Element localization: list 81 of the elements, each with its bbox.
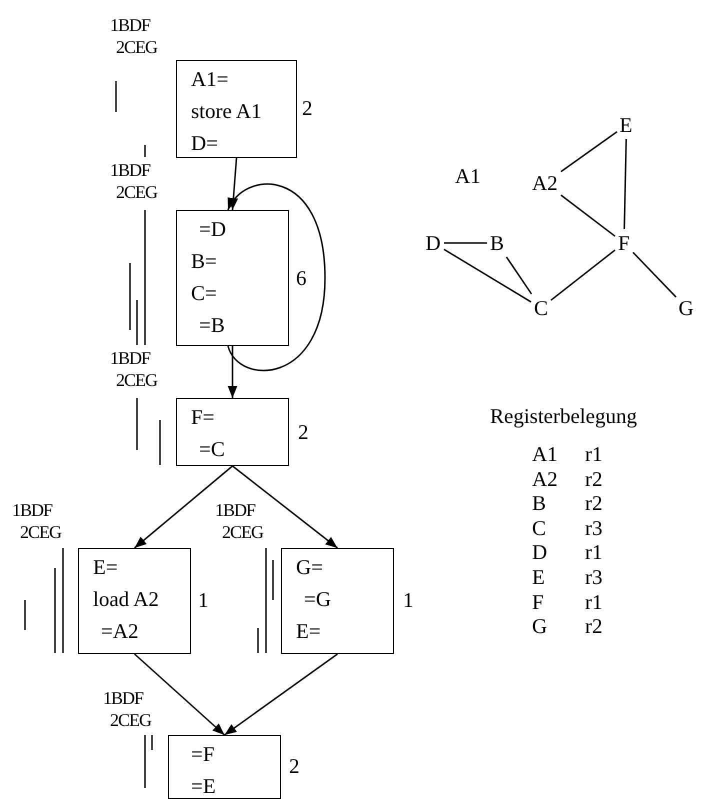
statement-text: =C: [198, 436, 226, 463]
frequency-number: 2: [289, 755, 300, 777]
statement-text: =F: [190, 741, 216, 768]
statement-text: C=: [191, 280, 218, 307]
variable-cell: F: [532, 590, 544, 613]
register-cell: r1: [585, 590, 602, 613]
basic-block-box: [176, 60, 297, 158]
frequency-number: 2: [302, 97, 312, 119]
variable-cell: B: [532, 492, 546, 514]
statement-text: B=: [191, 248, 218, 275]
statement-text: G=: [296, 554, 324, 581]
arrow: [224, 653, 338, 736]
variable-cell: D: [532, 541, 548, 564]
variable-cell: A2: [532, 468, 558, 490]
basic-block-box: [176, 398, 289, 466]
interference-edge: [444, 248, 532, 303]
frequency-number: 2: [298, 421, 308, 443]
graph-node-label: G: [678, 297, 694, 319]
arrow: [227, 184, 326, 371]
variable-cell: E: [532, 566, 545, 588]
statement-text: D=: [191, 130, 220, 157]
register-header: 2CEG: [116, 370, 157, 390]
graph-node-label: C: [534, 297, 548, 319]
register-header: 2CEG: [116, 37, 157, 57]
variable-cell: G: [532, 615, 548, 638]
variable-cell: C: [532, 516, 546, 539]
register-header: 2CEG: [110, 710, 151, 730]
basic-block-box: [176, 210, 289, 346]
register-header: 1BDF: [12, 500, 52, 520]
register-cell: r3: [585, 516, 602, 539]
register-header: 1BDF: [110, 348, 150, 368]
arrow: [228, 158, 238, 210]
register-cell: r2: [585, 615, 602, 638]
register-header: 1BDF: [215, 500, 256, 520]
register-cell: r3: [585, 566, 602, 588]
basic-block-box: [281, 548, 394, 654]
register-header: 2CEG: [222, 522, 263, 542]
statement-text: load A2: [93, 586, 160, 613]
statement-text: store A1: [191, 98, 263, 125]
interference-edge: [560, 131, 618, 172]
frequency-number: 6: [296, 267, 306, 289]
arrow: [134, 653, 225, 736]
register-header: 2CEG: [116, 182, 157, 202]
graph-node-label: F: [618, 232, 630, 254]
statement-text: =A2: [100, 618, 140, 645]
register-header: 2CEG: [20, 522, 61, 542]
basic-block-box: [168, 735, 281, 799]
register-cell: r2: [585, 468, 602, 490]
table-title: Registerbelegung: [490, 405, 637, 427]
statement-text: =E: [190, 773, 217, 799]
frequency-number: 1: [403, 589, 414, 611]
interference-edge: [506, 256, 532, 294]
statement-text: =G: [303, 586, 332, 613]
register-header: 1BDF: [110, 160, 150, 180]
variable-cell: A1: [532, 443, 558, 465]
graph-node-label: A2: [532, 172, 558, 194]
register-header: 1BDF: [110, 15, 150, 35]
statement-text: F=: [191, 404, 216, 431]
interference-edge: [560, 194, 616, 237]
register-cell: r1: [585, 443, 602, 465]
interference-edge: [632, 252, 677, 298]
statement-text: =D: [198, 216, 228, 243]
register-cell: r1: [585, 541, 602, 564]
arrow: [134, 465, 233, 549]
arrow: [232, 465, 338, 549]
register-header: 1BDF: [103, 688, 144, 708]
interference-edge: [624, 138, 627, 230]
graph-node-label: B: [490, 232, 504, 254]
statement-text: A1=: [191, 66, 230, 93]
arrow: [228, 346, 238, 398]
graph-node-label: E: [620, 114, 632, 136]
basic-block-box: [78, 548, 191, 654]
graph-node-label: A1: [455, 165, 481, 187]
statement-text: =B: [198, 312, 226, 339]
graph-node-label: D: [426, 232, 441, 254]
interference-edge: [444, 242, 487, 244]
register-cell: r2: [585, 492, 602, 514]
statement-text: E=: [93, 554, 119, 581]
frequency-number: 1: [198, 589, 208, 611]
statement-text: E=: [296, 618, 322, 645]
interference-edge: [550, 249, 616, 301]
